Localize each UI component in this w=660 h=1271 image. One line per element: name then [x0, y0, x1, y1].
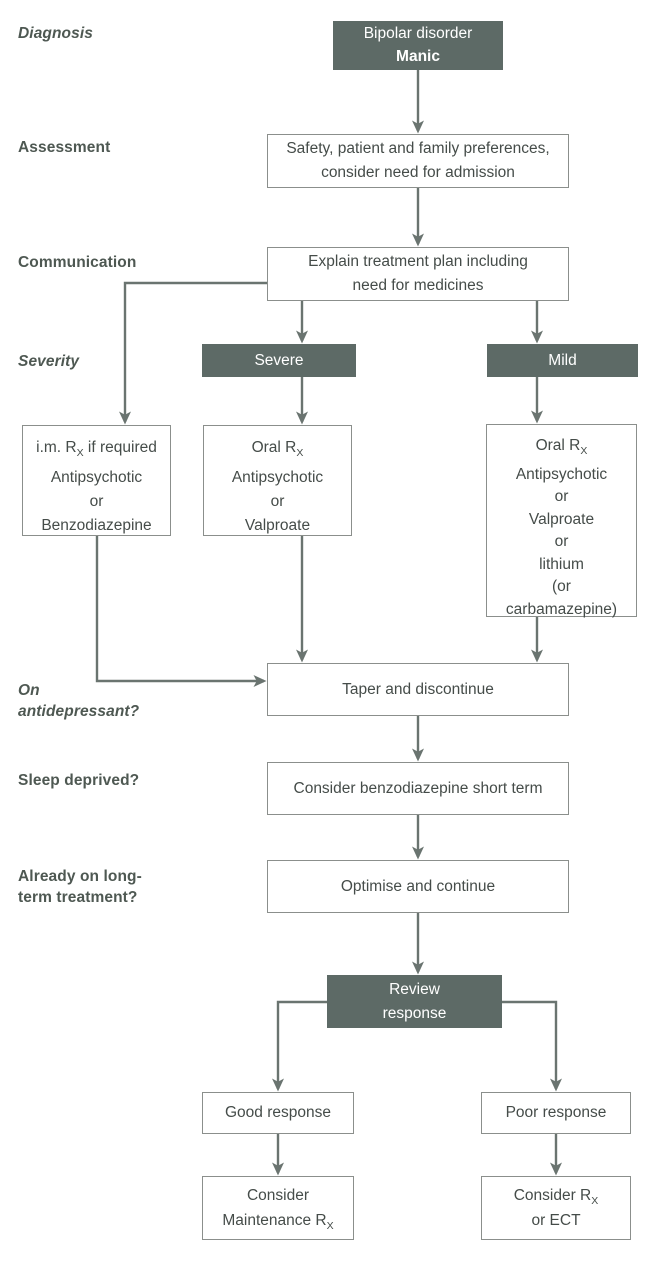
node-line: Manic [396, 47, 440, 65]
node-line: Optimise and continue [340, 877, 496, 895]
node-line: or [89, 493, 104, 510]
rx-subscript: X [76, 447, 84, 460]
node-line: need for medicines [352, 277, 484, 294]
node-good-response: Good response [202, 1092, 354, 1134]
node-im-rx: i.m. RX if required Antipsychotic or Ben… [22, 425, 171, 536]
node-line: or ECT [531, 1212, 581, 1229]
stage-label-sleep-deprived: Sleep deprived? [18, 772, 140, 789]
rx-subscript: X [326, 1220, 334, 1233]
stage-label-line: antidepressant? [18, 703, 140, 720]
arrow-review-to-poor [502, 1000, 562, 1092]
node-severity-mild: Mild [487, 344, 638, 377]
node-line: Review [389, 980, 440, 998]
stage-label-assessment: Assessment [18, 139, 111, 156]
rx-text: i.m. R [36, 439, 77, 456]
node-line: i.m. RX if required [23, 436, 170, 460]
rx-text: if required [83, 439, 157, 456]
node-line: Good response [225, 1104, 331, 1121]
node-line: Severe [254, 351, 304, 369]
node-assessment-safety: Safety, patient and family preferences, … [267, 134, 569, 188]
arrow-im-rx-to-taper [95, 536, 267, 687]
rx-subscript: X [296, 447, 304, 460]
rx-text: Consider R [513, 1187, 592, 1204]
stage-label-severity: Severity [18, 353, 80, 370]
node-line: Valproate [244, 517, 311, 534]
stage-label-line: term treatment? [18, 889, 138, 906]
node-line: or [270, 493, 285, 510]
node-taper-discontinue: Taper and discontinue [267, 663, 569, 716]
node-line: response [382, 1004, 447, 1022]
node-line: Valproate [528, 510, 595, 528]
node-oral-rx-severe: Oral RX Antipsychotic or Valproate [203, 425, 352, 536]
node-line: (or [552, 578, 571, 595]
node-line: carbamazepine) [505, 600, 618, 618]
node-line: Explain treatment plan including [308, 253, 528, 270]
node-line: Antipsychotic [515, 465, 608, 483]
node-line: Benzodiazepine [41, 517, 152, 534]
rx-subscript: X [591, 1195, 599, 1208]
node-optimise-continue: Optimise and continue [267, 860, 569, 913]
node-diagnosis-bipolar-manic: Bipolar disorder Manic [333, 21, 503, 70]
node-consider-rx-or-ect: Consider RX or ECT [481, 1176, 631, 1240]
node-line: Maintenance RX [203, 1208, 353, 1233]
stage-label-line: Already on long- [18, 868, 142, 885]
stage-label-line: On [18, 682, 40, 699]
node-line: Bipolar disorder [363, 25, 473, 42]
node-line: lithium [539, 555, 584, 573]
stage-label-communication: Communication [18, 254, 137, 271]
stage-label-on-antidepressant: On antidepressant? [18, 680, 139, 722]
rx-text: Oral R [251, 439, 297, 456]
node-line: Consider RX [482, 1183, 630, 1208]
node-line: consider need for admission [321, 164, 515, 181]
stage-label-long-term-treatment: Already on long- term treatment? [18, 866, 142, 908]
node-oral-rx-mild: Oral RX Antipsychotic or Valproate or li… [486, 424, 637, 618]
node-line: Poor response [505, 1104, 607, 1121]
node-line: or [554, 488, 569, 505]
node-poor-response: Poor response [481, 1092, 631, 1134]
node-line: Oral RX [487, 435, 636, 458]
node-line: Antipsychotic [50, 469, 143, 486]
node-line: Taper and discontinue [342, 680, 494, 698]
node-line: or [554, 533, 569, 550]
node-severity-severe: Severe [202, 344, 356, 377]
rx-text: Maintenance R [222, 1212, 327, 1229]
node-consider-benzodiazepine: Consider benzodiazepine short term [267, 762, 569, 815]
node-line: Consider [246, 1187, 310, 1204]
node-communication-explain-plan: Explain treatment plan including need fo… [267, 247, 569, 301]
stage-label-diagnosis: Diagnosis [18, 25, 93, 42]
rx-subscript: X [580, 445, 588, 458]
node-line: Safety, patient and family preferences, [286, 140, 550, 157]
node-line: Oral RX [204, 436, 351, 460]
arrow-review-to-good [272, 1000, 327, 1092]
node-line: Mild [548, 351, 577, 369]
node-consider-maintenance-rx: Consider Maintenance RX [202, 1176, 354, 1240]
node-line: Antipsychotic [231, 469, 324, 486]
rx-text: Oral R [535, 437, 581, 454]
node-review-response: Review response [327, 975, 502, 1028]
node-line: Consider benzodiazepine short term [293, 779, 543, 797]
